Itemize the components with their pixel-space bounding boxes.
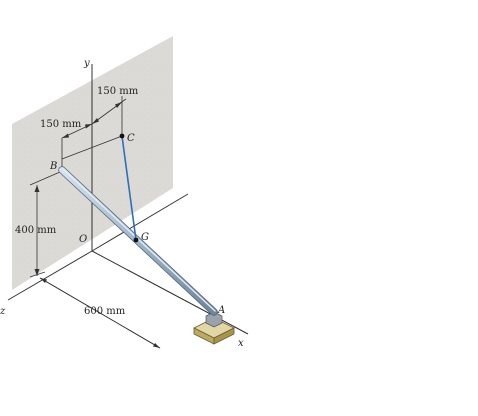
label-x-axis: x [238,338,244,349]
label-dim-bottom: 600 mm [84,306,126,317]
dim-top-arrow-right [115,102,122,108]
dim-vertical-top-tick [29,171,61,186]
label-point-b: B [49,161,57,172]
dim-bottom-line [39,277,161,349]
support-base-front-right [213,327,235,345]
z-axis-line [7,250,93,301]
label-dim-vertical: 400 mm [15,225,57,236]
label-dim-left: 150 mm [40,119,82,130]
point-g-marker [133,237,139,243]
label-origin: O [79,234,87,245]
label-dim-top: 150 mm [97,86,139,97]
point-c-marker [119,133,125,139]
cable-gc [121,135,137,241]
label-z-axis: z [0,306,6,317]
wall-floor-edge [91,193,189,252]
dim-vertical-arrow-bottom [34,269,40,276]
rod-ab-highlight [62,168,216,312]
label-point-a: A [217,305,225,316]
label-point-g: G [141,232,149,243]
guide-line-bc [61,135,123,160]
label-y-axis: y [83,58,90,69]
dim-left-arrow-right [85,124,92,129]
dim-top-arrow-left [92,118,99,124]
dim-bottom-arrow-right [153,343,160,348]
label-point-c: C [127,133,135,144]
dim-bottom-arrow-left [40,278,47,283]
dim-left-arrow-left [62,133,69,138]
dim-vertical-arrow-top [34,185,40,192]
